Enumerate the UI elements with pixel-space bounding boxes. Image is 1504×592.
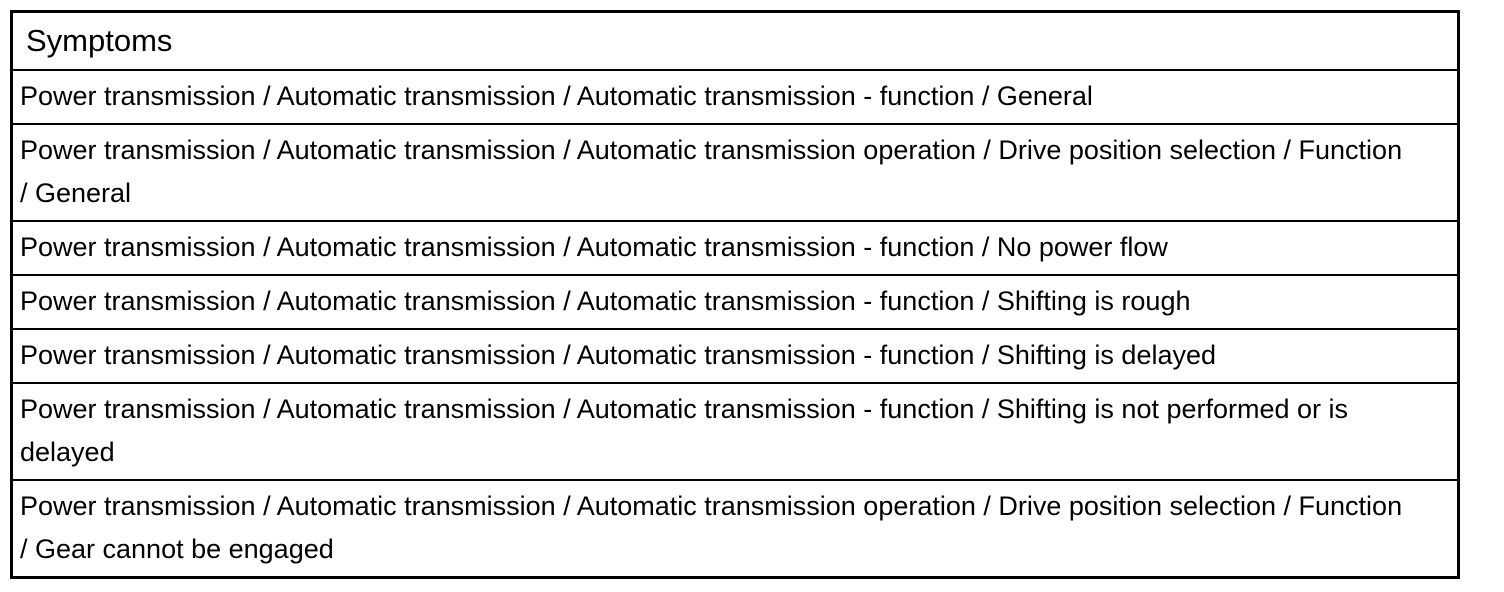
symptom-row[interactable]: Power transmission / Automatic transmiss… <box>10 69 1460 125</box>
symptom-row[interactable]: Power transmission / Automatic transmiss… <box>10 328 1460 384</box>
symptom-cell[interactable]: Power transmission / Automatic transmiss… <box>10 220 1460 276</box>
symptom-row[interactable]: Power transmission / Automatic transmiss… <box>10 479 1460 579</box>
symptoms-header-row: Symptoms <box>10 10 1460 71</box>
symptoms-table: Symptoms Power transmission / Automatic … <box>10 10 1460 579</box>
symptom-row[interactable]: Power transmission / Automatic transmiss… <box>10 274 1460 330</box>
symptom-cell[interactable]: Power transmission / Automatic transmiss… <box>10 382 1460 481</box>
symptom-row[interactable]: Power transmission / Automatic transmiss… <box>10 220 1460 276</box>
symptom-cell[interactable]: Power transmission / Automatic transmiss… <box>10 328 1460 384</box>
symptoms-table-header: Symptoms <box>10 10 1460 71</box>
symptom-cell[interactable]: Power transmission / Automatic transmiss… <box>10 69 1460 125</box>
symptom-cell[interactable]: Power transmission / Automatic transmiss… <box>10 123 1460 222</box>
symptom-cell[interactable]: Power transmission / Automatic transmiss… <box>10 274 1460 330</box>
symptom-row[interactable]: Power transmission / Automatic transmiss… <box>10 382 1460 481</box>
symptom-row[interactable]: Power transmission / Automatic transmiss… <box>10 123 1460 222</box>
symptom-cell[interactable]: Power transmission / Automatic transmiss… <box>10 479 1460 579</box>
